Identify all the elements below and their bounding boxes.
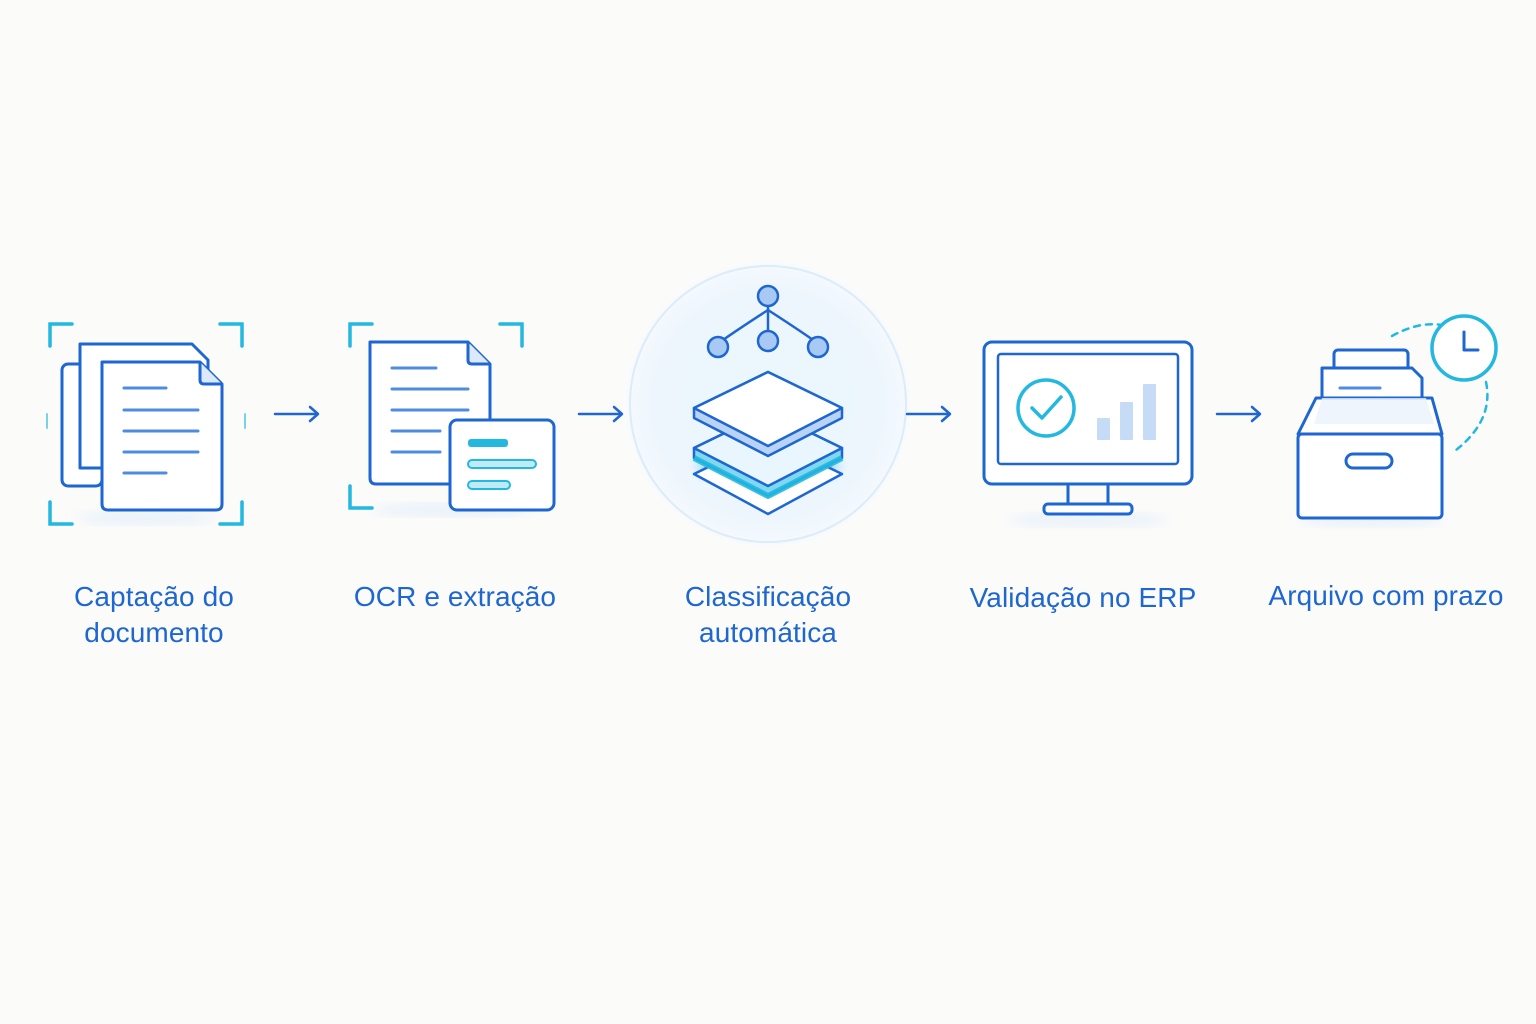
step-label-capture: Captação do documento	[74, 581, 234, 648]
monitor-check-icon	[982, 340, 1194, 526]
ocr-extraction-icon	[348, 322, 556, 516]
step-label-classification: Classificação automática	[684, 581, 852, 648]
step-label-ocr: OCR e extração	[353, 581, 557, 612]
arrow-right-icon	[905, 405, 952, 423]
archive-box-clock-icon	[1296, 314, 1498, 526]
layers-hierarchy-icon	[628, 264, 908, 544]
arrow-right-icon	[577, 405, 624, 423]
arrow-right-icon	[273, 405, 320, 423]
arrow-right-icon	[1215, 405, 1262, 423]
step-label-archive: Arquivo com prazo	[1268, 580, 1504, 611]
step-label-validation: Validação no ERP	[969, 582, 1197, 613]
document-scan-icon	[46, 322, 246, 526]
